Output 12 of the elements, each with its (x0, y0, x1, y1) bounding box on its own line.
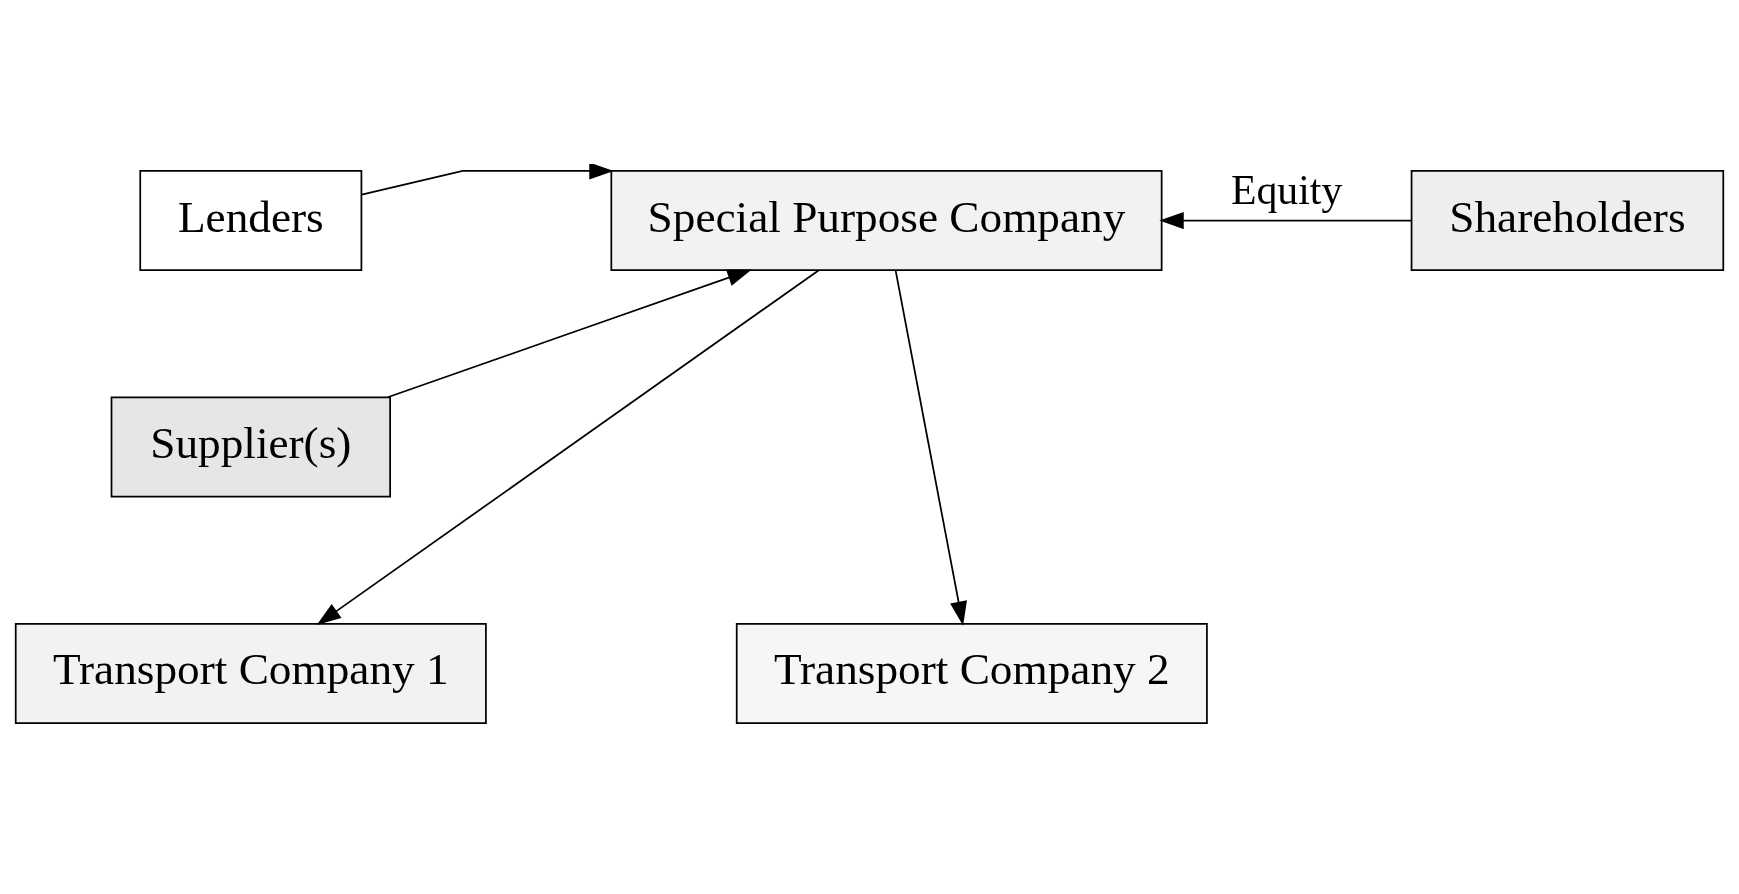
arrow (386, 269, 752, 399)
arrow (894, 269, 967, 626)
node-box: Shareholders (1410, 170, 1725, 272)
node-box: Transport Company 1 (14, 622, 487, 724)
node-box: Transport Company 2 (735, 622, 1208, 724)
node-box: Special Purpose Company (610, 170, 1163, 272)
node-box: Supplier(s) (110, 396, 391, 498)
arrow (360, 164, 614, 196)
edge-label: Equity (1230, 166, 1343, 213)
node-box: Lenders (139, 170, 363, 272)
arrow (316, 269, 820, 626)
arrow (1159, 212, 1412, 230)
